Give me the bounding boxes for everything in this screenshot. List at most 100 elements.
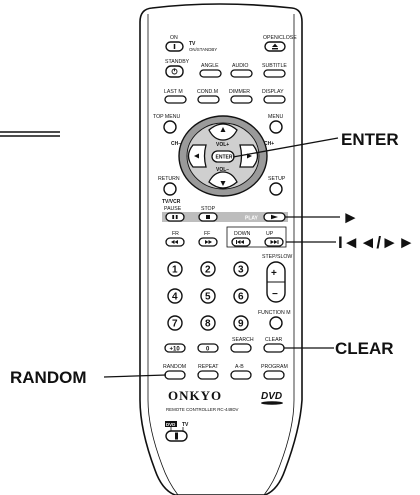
plus10-button[interactable] xyxy=(164,343,186,353)
display-label: DISPLAY xyxy=(262,89,284,95)
function-m-label: FUNCTION M xyxy=(258,310,291,316)
arrow-left-icon xyxy=(194,153,199,159)
num-7-button[interactable] xyxy=(167,315,183,331)
num-7-label: 7 xyxy=(172,319,178,330)
num-2-button[interactable] xyxy=(200,261,216,277)
num-8-label: 8 xyxy=(205,319,211,330)
display-button[interactable] xyxy=(263,95,286,104)
play-label: PLAY xyxy=(245,216,259,222)
skip-callout-label: I◄◄/►► xyxy=(338,233,415,252)
num-4-button[interactable] xyxy=(167,288,183,304)
random-callout-label: RANDOM xyxy=(10,368,87,387)
function-m-button[interactable] xyxy=(269,316,283,330)
fr-label: FR xyxy=(172,231,179,237)
random-callout: RANDOM xyxy=(10,368,167,387)
open-close-label: OPEN/CLOSE xyxy=(263,35,297,41)
num-9-button[interactable] xyxy=(233,315,249,331)
last-m-label: LAST M xyxy=(164,89,183,95)
clear-label: CLEAR xyxy=(265,337,283,343)
num-4-label: 4 xyxy=(172,292,178,303)
ff-label: FF xyxy=(204,231,210,237)
pause-button[interactable] xyxy=(165,212,185,222)
random-button[interactable] xyxy=(164,370,186,380)
standby-label: STANDBY xyxy=(165,59,190,65)
subtitle-label: SUBTITLE xyxy=(262,63,287,69)
arrow-up-icon xyxy=(220,127,226,132)
clear-callout-label: CLEAR xyxy=(335,339,394,358)
top-menu-button[interactable] xyxy=(163,120,177,134)
last-m-button[interactable] xyxy=(164,95,187,104)
num-5-label: 5 xyxy=(205,292,211,303)
play-strip xyxy=(162,212,288,222)
num-0-button[interactable] xyxy=(197,343,219,353)
play-callout-label: ► xyxy=(342,208,359,227)
svg-text:DVD: DVD xyxy=(261,391,282,402)
margin-rule xyxy=(0,131,60,137)
subtitle-button[interactable] xyxy=(263,69,286,78)
tv-label: TV xyxy=(189,41,196,47)
program-label: PROGRAM xyxy=(261,364,288,370)
menu-button[interactable] xyxy=(269,120,283,134)
setup-label: SETUP xyxy=(268,176,286,182)
step-slow-label: STEP/SLOW xyxy=(262,254,292,260)
a-b-button[interactable] xyxy=(230,370,252,380)
step-plus-button[interactable]: + xyxy=(271,268,277,279)
standby-button[interactable] xyxy=(165,65,184,78)
a-b-label: A-B xyxy=(235,364,244,370)
clear-callout: CLEAR xyxy=(284,339,394,358)
skip-group-box xyxy=(226,226,287,248)
vol-minus-label: VOL− xyxy=(216,167,229,173)
play-callout: ► xyxy=(285,208,359,227)
enter-button-label: ENTER xyxy=(216,155,233,161)
skip-callout: I◄◄/►► xyxy=(286,233,415,252)
ch-minus-label: CH− xyxy=(171,141,181,147)
program-button[interactable] xyxy=(263,370,285,380)
setup-button[interactable] xyxy=(269,182,283,196)
audio-button[interactable] xyxy=(230,69,253,78)
num-1-button[interactable] xyxy=(167,261,183,277)
dimmer-label: DIMMER xyxy=(229,89,250,95)
cond-m-button[interactable] xyxy=(197,95,220,104)
return-button[interactable] xyxy=(163,182,177,196)
num-2-label: 2 xyxy=(205,265,211,276)
search-label: SEARCH xyxy=(232,337,254,343)
num-6-label: 6 xyxy=(238,292,244,303)
angle-button[interactable] xyxy=(199,69,222,78)
dvd-tag-label: DVD xyxy=(166,422,175,427)
menu-label: MENU xyxy=(268,114,284,120)
dvd-logo: DVD xyxy=(261,391,283,405)
angle-label: ANGLE xyxy=(201,63,219,69)
enter-callout: ENTER xyxy=(232,130,399,158)
audio-label: AUDIO xyxy=(232,63,248,69)
dvd-tag xyxy=(165,421,177,427)
repeat-label: REPEAT xyxy=(198,364,219,370)
num-6-button[interactable] xyxy=(233,288,249,304)
pause-label: PAUSE xyxy=(164,206,182,212)
repeat-button[interactable] xyxy=(197,370,219,380)
num-5-button[interactable] xyxy=(200,288,216,304)
remote-inner-edge xyxy=(147,14,295,495)
dimmer-button[interactable] xyxy=(230,95,253,104)
vol-plus-label: VOL+ xyxy=(216,142,229,148)
down-label: DOWN xyxy=(234,231,251,237)
tv-tag-label: TV xyxy=(182,422,189,428)
play-icon xyxy=(271,214,278,220)
num-3-label: 3 xyxy=(238,265,244,276)
nav-down-button[interactable] xyxy=(208,171,238,189)
on-label: ON xyxy=(170,35,178,41)
clear-button[interactable] xyxy=(263,343,285,353)
num-3-button[interactable] xyxy=(233,261,249,277)
cond-m-label: COND.M xyxy=(197,89,218,95)
stop-label: STOP xyxy=(201,206,216,212)
tv-vcr-label: TV/VCR xyxy=(162,199,181,205)
top-menu-label: TOP MENU xyxy=(153,114,180,120)
num-0-label: 0 xyxy=(206,346,210,352)
arrow-down-icon xyxy=(220,181,226,186)
num-8-button[interactable] xyxy=(200,315,216,331)
num-1-label: 1 xyxy=(172,265,178,276)
ch-plus-label: CH+ xyxy=(264,141,274,147)
step-minus-button[interactable]: − xyxy=(272,289,278,300)
random-label: RANDOM xyxy=(163,364,186,370)
search-button[interactable] xyxy=(230,343,252,353)
